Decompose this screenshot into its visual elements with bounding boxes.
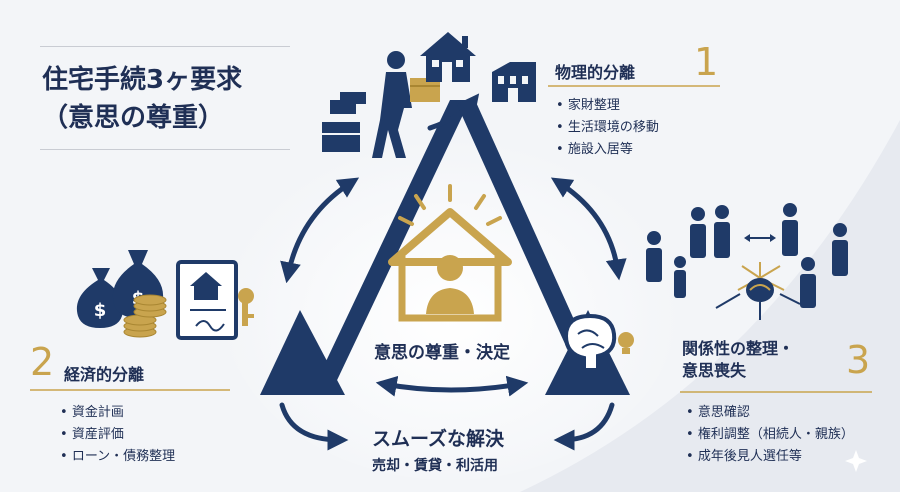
section1-bullet: 施設入居等 xyxy=(556,139,659,161)
arrow-top-right xyxy=(550,177,627,281)
title-line2: （意思の尊重） xyxy=(42,103,225,133)
mover-person-icon xyxy=(372,51,412,158)
arrow-left-to-goal xyxy=(279,402,349,451)
left-corner-block xyxy=(260,310,345,395)
center-label: 意思の尊重・決定 xyxy=(374,343,510,363)
key-icon xyxy=(238,288,254,326)
section2-bullets: 資金計画 資産評価 ローン・債務整理 xyxy=(60,402,175,468)
goal-label: スムーズな解決 xyxy=(372,428,505,450)
background-swoosh xyxy=(520,120,900,492)
section3-title: 関係性の整理・ 意思喪失 xyxy=(682,338,794,382)
cycle-arrows xyxy=(279,93,627,451)
title-top-rule xyxy=(40,46,290,47)
section2-number: 2 xyxy=(30,340,55,384)
section1-bullet: 家財整理 xyxy=(556,95,659,117)
title-bottom-rule xyxy=(40,149,290,150)
section3-bullet: 成年後見人選任等 xyxy=(686,446,854,468)
property-document-icon xyxy=(176,260,238,340)
furniture-icon xyxy=(322,92,366,152)
section3-bullet: 意思確認 xyxy=(686,402,854,424)
house-person-icon xyxy=(388,184,512,322)
title-block: 住宅手続3ヶ要求 （意思の尊重） xyxy=(40,46,290,150)
sparkle-icon xyxy=(845,450,867,472)
section3-number: 3 xyxy=(846,338,871,382)
coin-stack-icon xyxy=(123,294,167,338)
title-line1: 住宅手続3ヶ要求 xyxy=(42,65,243,95)
goal-sublabel: 売却・賃貸・利活用 xyxy=(372,458,498,474)
section1-title: 物理的分離 xyxy=(555,63,636,82)
section1-bullet: 生活環境の移動 xyxy=(556,117,659,139)
section2-title: 経済的分離 xyxy=(64,365,145,384)
arrow-top-left xyxy=(280,177,360,284)
arrow-right-to-goal xyxy=(553,402,615,451)
section1-number: 1 xyxy=(694,40,719,84)
brain-network-icon xyxy=(715,262,801,320)
people-group-icon xyxy=(646,203,848,308)
house-icon xyxy=(420,32,476,82)
section2-bullet: ローン・債務整理 xyxy=(60,446,175,468)
arrow-center-bidirectional xyxy=(375,375,529,397)
section3-title-line1: 関係性の整理・ xyxy=(682,339,795,358)
section2-bullet: 資産評価 xyxy=(60,424,175,446)
section3-bullet: 権利調整（相続人・親族） xyxy=(686,424,854,446)
section3-title-line2: 意思喪失 xyxy=(682,361,747,380)
svg-text:$: $ xyxy=(94,300,107,321)
building-icon xyxy=(492,62,536,102)
arrow-top-curve xyxy=(427,93,480,131)
brain-lightbulb-icon xyxy=(563,313,634,372)
section2-bullet: 資金計画 xyxy=(60,402,175,424)
section1-bullets: 家財整理 生活環境の移動 施設入居等 xyxy=(556,95,659,161)
section3-bullets: 意思確認 権利調整（相続人・親族） 成年後見人選任等 xyxy=(686,402,854,468)
